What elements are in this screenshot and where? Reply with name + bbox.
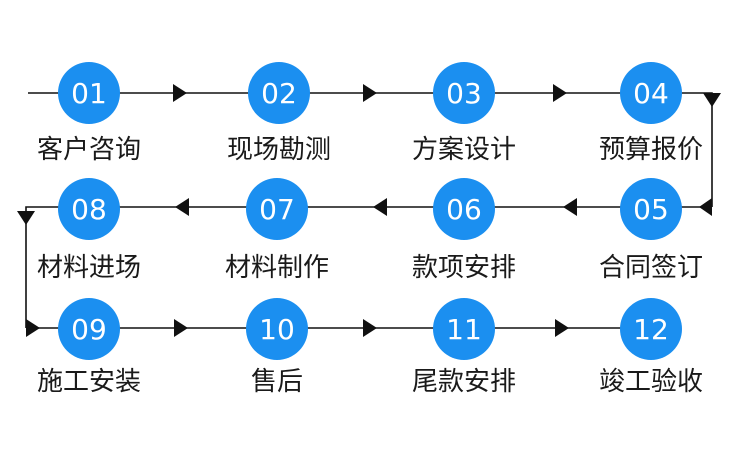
step-02: 02 现场勘测 bbox=[227, 62, 331, 165]
step-number: 11 bbox=[446, 313, 482, 346]
step-circle bbox=[58, 178, 120, 240]
step-number: 04 bbox=[633, 77, 669, 110]
step-03: 03 方案设计 bbox=[412, 62, 516, 165]
step-number: 10 bbox=[259, 313, 295, 346]
step-number: 05 bbox=[633, 193, 669, 226]
step-label: 施工安装 bbox=[37, 367, 141, 397]
step-label: 款项安排 bbox=[412, 253, 516, 283]
step-10: 10 售后 bbox=[246, 298, 308, 397]
step-label: 尾款安排 bbox=[412, 367, 516, 397]
step-01: 01 客户咨询 bbox=[37, 62, 141, 165]
step-number: 03 bbox=[446, 77, 482, 110]
arrow-11-12 bbox=[555, 319, 569, 337]
step-05: 05 合同签订 bbox=[599, 178, 703, 283]
step-number: 02 bbox=[261, 77, 297, 110]
step-circle bbox=[433, 298, 495, 360]
step-number: 08 bbox=[71, 193, 107, 226]
arrow-01-02 bbox=[173, 84, 187, 102]
step-07: 07 材料制作 bbox=[225, 178, 329, 283]
step-circle bbox=[58, 298, 120, 360]
arrow-03-04 bbox=[553, 84, 567, 102]
step-label: 现场勘测 bbox=[227, 135, 331, 165]
step-label: 合同签订 bbox=[599, 253, 703, 283]
step-number: 09 bbox=[71, 313, 107, 346]
step-label: 售后 bbox=[251, 367, 303, 397]
arrow-06-07 bbox=[373, 198, 387, 216]
step-09: 09 施工安装 bbox=[37, 298, 141, 397]
step-number: 12 bbox=[633, 313, 669, 346]
step-12: 12 竣工验收 bbox=[599, 298, 703, 397]
step-11: 11 尾款安排 bbox=[412, 298, 516, 397]
step-label: 竣工验收 bbox=[599, 367, 703, 397]
step-number: 06 bbox=[446, 193, 482, 226]
step-circle bbox=[433, 178, 495, 240]
step-circle bbox=[620, 62, 682, 124]
step-06: 06 款项安排 bbox=[412, 178, 516, 283]
arrow-02-03 bbox=[363, 84, 377, 102]
arrow-10-11 bbox=[363, 319, 377, 337]
step-circle bbox=[58, 62, 120, 124]
arrow-05-06 bbox=[563, 198, 577, 216]
step-label: 材料进场 bbox=[37, 253, 141, 283]
arrow-09-10 bbox=[174, 319, 188, 337]
step-08: 08 材料进场 bbox=[37, 178, 141, 283]
arrow-into-05 bbox=[699, 198, 712, 216]
step-circle bbox=[433, 62, 495, 124]
step-label: 客户咨询 bbox=[37, 135, 141, 165]
arrow-into-09 bbox=[26, 319, 40, 337]
step-label: 预算报价 bbox=[599, 135, 703, 165]
step-circle bbox=[248, 62, 310, 124]
step-04: 04 预算报价 bbox=[599, 62, 703, 165]
step-label: 材料制作 bbox=[225, 253, 329, 283]
step-label: 方案设计 bbox=[412, 135, 516, 165]
step-circle bbox=[620, 298, 682, 360]
arrow-04-down bbox=[703, 93, 721, 107]
step-circle bbox=[620, 178, 682, 240]
step-circle bbox=[246, 178, 308, 240]
arrow-08-down bbox=[17, 211, 35, 225]
step-number: 01 bbox=[71, 77, 107, 110]
step-circle bbox=[246, 298, 308, 360]
arrow-07-08 bbox=[175, 198, 189, 216]
step-number: 07 bbox=[259, 193, 295, 226]
